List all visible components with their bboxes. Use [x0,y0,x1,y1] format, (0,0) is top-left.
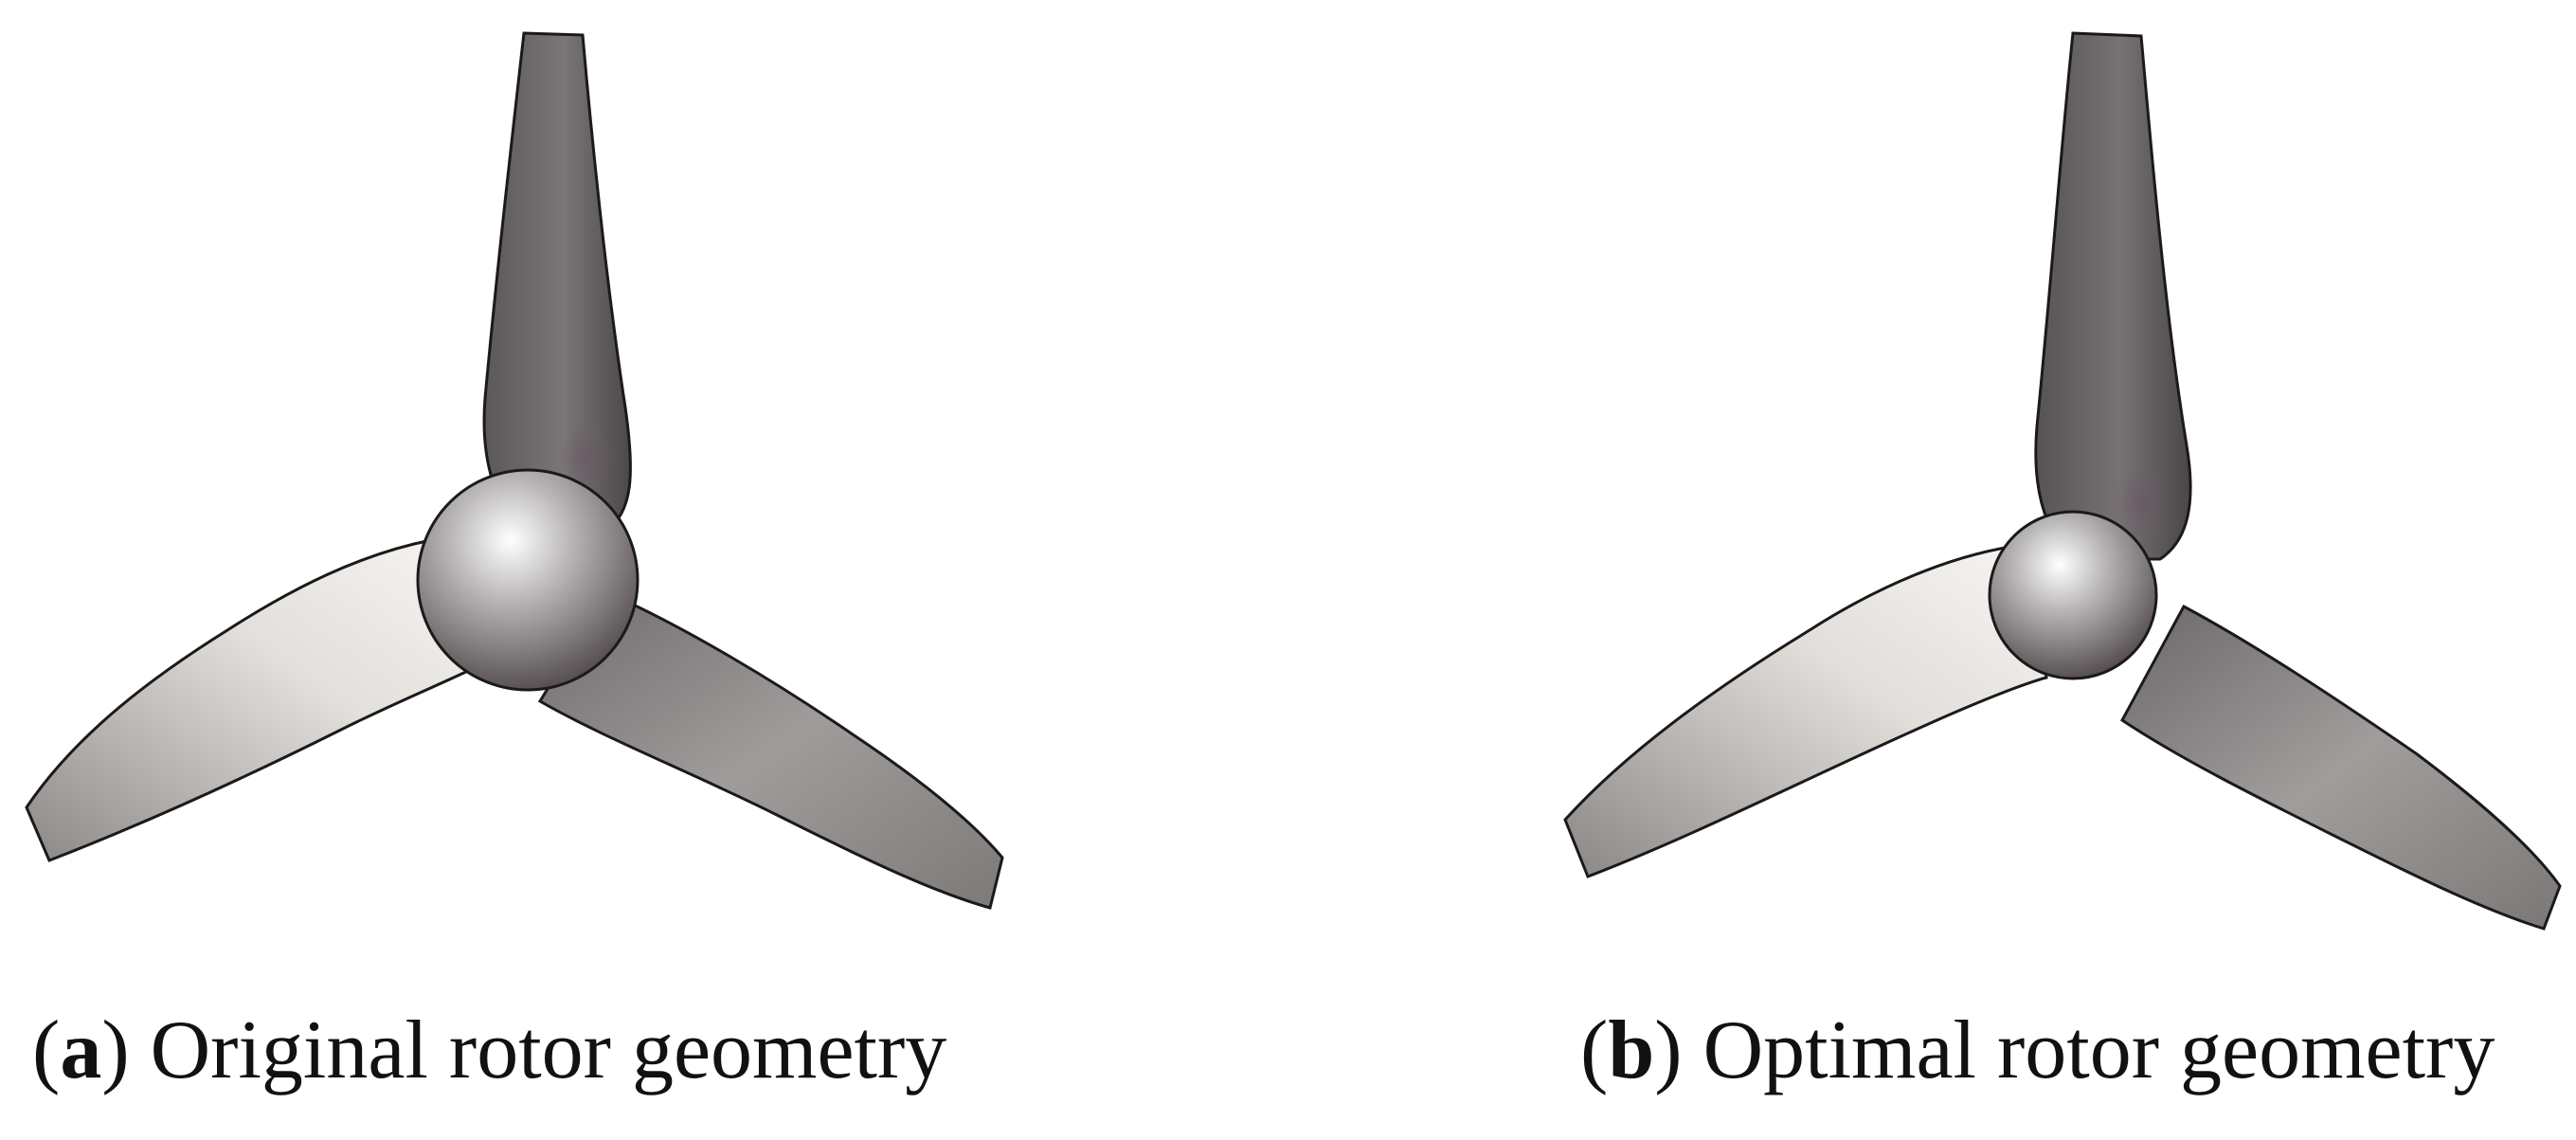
hub-sphere [1988,510,2158,680]
caption-a: (a) Original rotor geometry [32,1004,947,1096]
panel-optimal-rotor [1535,0,2576,1140]
caption-b: (b) Optimal rotor geometry [1580,1004,2495,1096]
optimal-rotor-illustration [1563,31,2562,931]
caption-a-text: Original rotor geometry [150,1004,947,1096]
blade-right [2120,604,2562,931]
blade-left [1563,543,2048,878]
blade-left [25,538,476,862]
caption-b-text: Optimal rotor geometry [1702,1004,2495,1096]
blade-right [537,590,1004,910]
caption-b-letter: b [1608,1004,1655,1096]
hub-sphere [416,468,639,692]
panel-original-rotor: (a) Original rotor geometry [0,0,1042,1140]
original-rotor-illustration [25,31,1004,910]
caption-a-letter: a [60,1004,102,1096]
